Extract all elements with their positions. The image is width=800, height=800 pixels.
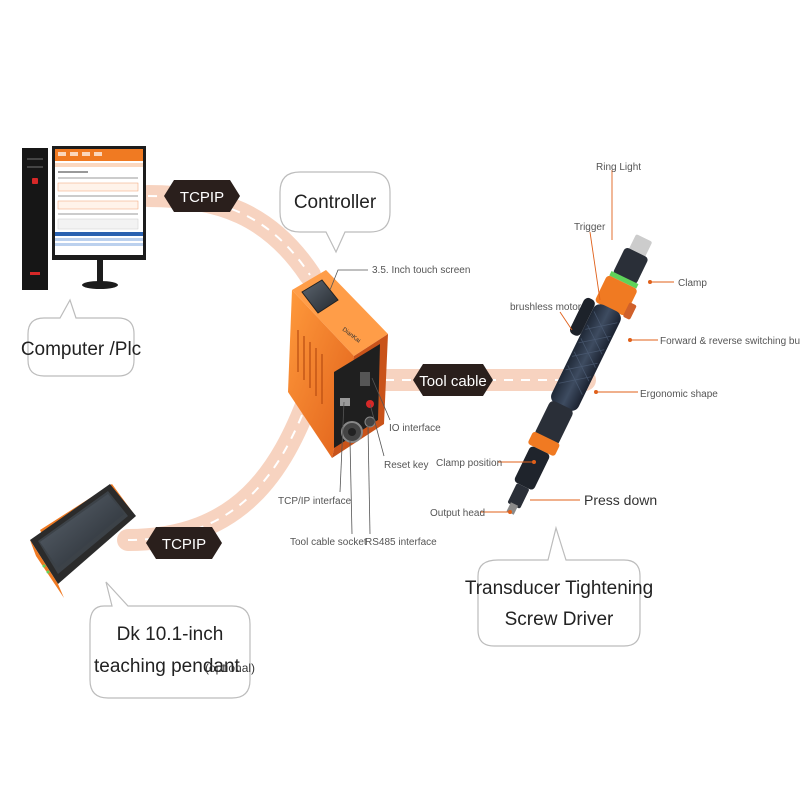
tool-cable-tag: Tool cable xyxy=(413,364,493,396)
cable-pendant-controller xyxy=(117,384,321,551)
callout-reset-key: Reset key xyxy=(384,460,428,471)
pendant-label-line1: Dk 10.1-inch xyxy=(117,624,224,645)
controller-label: Controller xyxy=(294,192,377,213)
tcpip-port-icon xyxy=(340,398,350,406)
tool-cable-socket-core xyxy=(348,428,356,436)
tcpip-tag-bottom-label: TCPIP xyxy=(162,536,206,553)
tcpip-tag-bottom: TCPIP xyxy=(146,527,222,559)
computer-tower xyxy=(22,148,48,290)
callout-io-interface: IO interface xyxy=(389,423,441,434)
callout-brushless-motor: brushless motor xyxy=(510,302,582,313)
driver-label-bubble: Transducer Tightening Screw Driver xyxy=(465,525,653,647)
callout-touch-screen: 3.5. Inch touch screen xyxy=(372,265,470,276)
driver-label-line1: Transducer Tightening xyxy=(465,578,653,599)
driver-leader-lines xyxy=(480,170,674,513)
controller-leader-lines xyxy=(329,269,391,535)
callout-ring-light: Ring Light xyxy=(596,162,641,173)
callout-tool-cable-socket: Tool cable socket xyxy=(290,537,367,548)
driver-label-line2: Screw Driver xyxy=(505,609,614,630)
callout-forward-reverse: Forward & reverse switching button xyxy=(660,336,800,347)
computer-label-bubble: Computer /Plc xyxy=(21,298,141,377)
pendant-label-line2: teaching pendant xyxy=(94,656,241,677)
callout-tcpip-interface: TCP/IP interface xyxy=(278,496,352,507)
computer-label: Computer /Plc xyxy=(21,339,141,360)
callout-rs485-interface: RS485 interface xyxy=(365,537,437,548)
controller-touch-screen xyxy=(301,279,339,314)
callout-output-head: Output head xyxy=(430,508,485,519)
tcpip-tag-top: TCPIP xyxy=(164,180,240,212)
controller-label-bubble: Controller xyxy=(279,171,391,254)
pendant-label-bubble: Dk 10.1-inch teaching pendant (optional) xyxy=(89,581,255,699)
screw-driver xyxy=(506,234,652,515)
pendant-optional-note: (optional) xyxy=(205,661,255,675)
teaching-pendant xyxy=(30,484,136,598)
callout-trigger: Trigger xyxy=(574,222,606,233)
callout-clamp: Clamp xyxy=(678,278,707,289)
tool-cable-label: Tool cable xyxy=(419,373,487,390)
callout-clamp-position: Clamp position xyxy=(436,458,502,469)
callout-press-down: Press down xyxy=(584,492,657,508)
callout-ergonomic-shape: Ergonomic shape xyxy=(640,389,718,400)
computer-monitor xyxy=(52,146,146,289)
io-interface-port-icon xyxy=(360,372,370,386)
tcpip-tag-top-label: TCPIP xyxy=(180,189,224,206)
